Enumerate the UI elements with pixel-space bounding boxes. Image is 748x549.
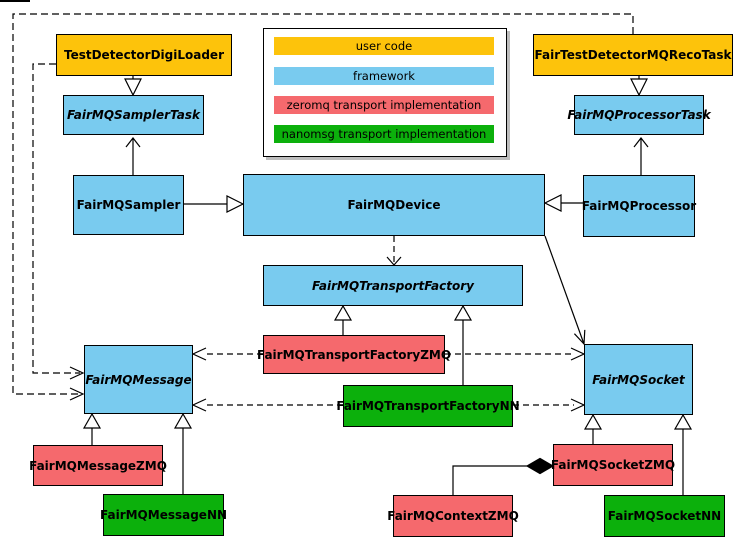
edge-factorynn-creates-socket [513,398,586,412]
node-fairmqsocket: FairMQSocket [584,344,693,415]
edge-digiloader-uses-message [32,63,85,380]
node-fairmqdevice: FairMQDevice [243,174,545,236]
node-fairmqtransportfactoryzmq: FairMQTransportFactoryZMQ [257,335,451,374]
edge-factoryzmq-creates-socket [445,347,586,361]
legend: user code framework zeromq transport imp… [263,28,507,157]
edge-factorynn-extends-transportfactory [453,304,473,385]
edge-contextzmq-composition-socketzmq [452,457,555,495]
edge-digiloader-samplertask [124,76,142,97]
legend-item-zeromq: zeromq transport implementation [274,96,494,114]
node-fairmqtransportfactory: FairMQTransportFactory [263,265,523,306]
node-fairmqtransportfactorynn: FairMQTransportFactoryNN [336,385,520,427]
legend-item-user-code: user code [274,37,494,55]
node-fairmqprocessor: FairMQProcessor [582,175,696,237]
edge-device-uses-transportfactory [386,236,402,266]
edge-recotask-uses-message [12,13,634,401]
edge-socketzmq-extends-socket [583,413,603,444]
node-fairmqmessagenn: FairMQMessageNN [100,494,227,536]
edge-recotask-processortask [630,76,648,97]
node-fairmqsamplertask: FairMQSamplerTask [63,95,204,135]
edge-device-to-socket [544,235,586,346]
edge-factoryzmq-creates-message [191,347,263,361]
node-fairmqcontextzmq: FairMQContextZMQ [387,495,519,537]
edge-factorynn-creates-message [191,398,343,412]
edge-processor-processortask [633,137,649,175]
node-fairmqsocketzmq: FairMQSocketZMQ [551,444,675,486]
edge-sampler-samplertask [125,137,141,175]
node-fairmqprocessortask: FairMQProcessorTask [567,95,711,135]
node-fairmqmessage: FairMQMessage [84,345,193,414]
edge-socketnn-extends-socket [673,413,693,495]
edge-factoryzmq-extends-transportfactory [333,304,353,335]
edge-messagezmq-extends-message [82,412,102,445]
edge-processor-extends-device [543,194,583,212]
node-fairmqmessagezmq: FairMQMessageZMQ [29,445,167,486]
screenshot-border-artifact [0,0,30,2]
node-fairmqsampler: FairMQSampler [73,175,184,235]
legend-item-nanomsg: nanomsg transport implementation [274,125,494,143]
edge-messagenn-extends-message [173,412,193,494]
edge-sampler-extends-device [184,195,245,213]
legend-item-framework: framework [274,67,494,85]
node-testdetectordigiloader: TestDetectorDigiLoader [56,34,232,76]
node-fairtestdetectormqrecotask: FairTestDetectorMQRecoTask [533,34,733,76]
node-fairmqsocketnn: FairMQSocketNN [604,495,725,537]
